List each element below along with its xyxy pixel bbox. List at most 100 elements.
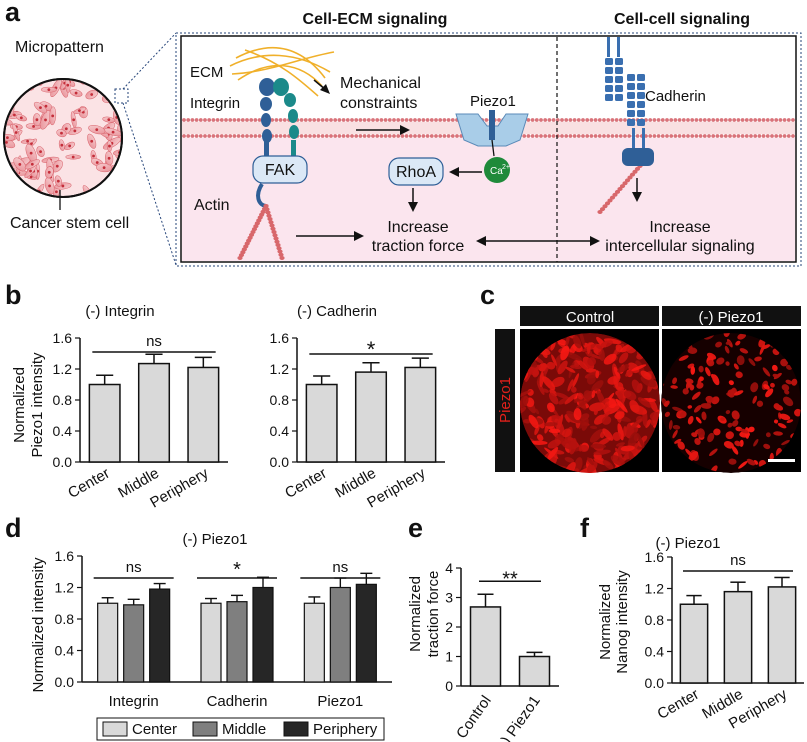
- lipid-head: [207, 118, 212, 122]
- cell-nucleus: [111, 130, 115, 134]
- cell-nucleus: [48, 184, 51, 188]
- lipid-head: [648, 134, 653, 138]
- actin-bead: [629, 172, 636, 177]
- y-tick-label: 4: [445, 560, 453, 576]
- lipid-head: [585, 134, 590, 138]
- lipid-head: [455, 134, 459, 138]
- lipid-head: [404, 118, 409, 122]
- cell-nucleus: [6, 136, 9, 140]
- lipid-head: [324, 118, 329, 122]
- lipid-head: [539, 118, 543, 122]
- lipid-head: [421, 134, 426, 138]
- cell-nucleus: [56, 179, 60, 183]
- lipid-head: [698, 118, 703, 122]
- cell-nucleus: [60, 143, 64, 147]
- actin-bead: [266, 213, 272, 218]
- lipid-head: [530, 118, 535, 122]
- cadherin-domain: [627, 110, 635, 117]
- bar-piezo1-middle: [329, 586, 351, 683]
- lipid-head: [400, 134, 405, 138]
- stained-cell: [705, 395, 714, 403]
- x-tick-label: Piezo1: [317, 693, 363, 710]
- lipid-head: [303, 134, 308, 138]
- actin-bead: [270, 226, 276, 231]
- piezo-header-label: (-) Piezo1: [698, 309, 763, 326]
- cell-nucleus: [39, 106, 42, 110]
- lipid-head: [182, 118, 186, 122]
- lipid-head: [312, 134, 317, 138]
- stained-cell: [739, 428, 749, 434]
- stained-cell: [596, 344, 603, 350]
- actin-bead: [264, 207, 270, 212]
- cadherin-domain: [615, 76, 623, 83]
- actin-bead: [614, 189, 621, 194]
- lipid-head: [660, 118, 665, 122]
- y-tick-label: 0.8: [270, 392, 290, 408]
- calcium-ion: Ca 2+: [484, 157, 510, 183]
- stained-cell: [613, 366, 621, 379]
- stained-cell: [601, 398, 610, 405]
- actin-bead: [237, 256, 243, 260]
- lipid-head: [337, 118, 342, 122]
- lipid-head: [329, 134, 333, 138]
- lipid-head: [375, 134, 380, 138]
- lipid-head: [232, 134, 237, 138]
- stained-cell: [562, 428, 572, 438]
- integrin-label: Integrin: [190, 95, 240, 112]
- x-tick-label: Center: [65, 465, 112, 502]
- stained-cell: [738, 461, 748, 469]
- cadherin-domain: [627, 83, 635, 90]
- lipid-head: [249, 134, 254, 138]
- bar-periphery: [187, 366, 220, 463]
- control-header: [520, 306, 659, 326]
- legend-swatch-periphery: [283, 721, 309, 737]
- lipid-head: [572, 118, 577, 122]
- stained-cell: [750, 382, 759, 393]
- increase-traction-2: traction force: [372, 238, 465, 255]
- lipid-head: [644, 134, 648, 138]
- cadherin-domain: [605, 94, 613, 101]
- cell-nucleus: [5, 140, 8, 144]
- cell-nucleus: [13, 113, 16, 117]
- panel-e: Normalized traction force 01234Control(-…: [407, 560, 559, 742]
- cell-nucleus: [13, 93, 17, 97]
- stained-cell: [579, 333, 585, 346]
- lipid-head: [593, 134, 598, 138]
- stained-cell: [637, 432, 645, 449]
- lipid-head: [786, 134, 791, 138]
- pattern-disk: [661, 333, 801, 473]
- stained-cell: [720, 417, 725, 422]
- stained-cell: [618, 352, 629, 364]
- actin-bead: [607, 198, 613, 203]
- actin-bead: [273, 236, 279, 241]
- stained-cell: [668, 420, 673, 430]
- panel-label-c: c: [480, 280, 496, 310]
- lipid-head: [526, 134, 531, 138]
- stained-cell: [678, 355, 689, 361]
- lipid-head: [606, 134, 611, 138]
- lipid-head: [568, 118, 573, 122]
- bar--piezo1: [518, 655, 551, 687]
- lipid-head: [375, 118, 380, 122]
- lipid-head: [606, 118, 611, 122]
- stem-cell: [111, 165, 122, 182]
- lipid-head: [236, 118, 241, 122]
- lipid-head: [354, 118, 359, 122]
- lipid-head: [253, 118, 258, 122]
- lipid-head: [602, 118, 606, 122]
- stained-cell: [610, 455, 625, 467]
- stained-cell: [679, 411, 687, 419]
- cadherin-domain: [615, 94, 623, 101]
- lipid-head: [677, 118, 682, 122]
- stained-cell: [753, 438, 759, 447]
- lipid-head: [568, 134, 573, 138]
- cell-nucleus: [108, 144, 111, 148]
- stained-cell: [724, 345, 730, 354]
- stained-cell: [672, 429, 678, 439]
- lipid-head: [358, 134, 363, 138]
- lipid-head: [442, 118, 447, 122]
- lipid-head: [362, 118, 367, 122]
- y-tick-label: 1.2: [53, 361, 73, 377]
- stained-cell: [706, 352, 717, 360]
- cell-nucleus: [23, 83, 27, 87]
